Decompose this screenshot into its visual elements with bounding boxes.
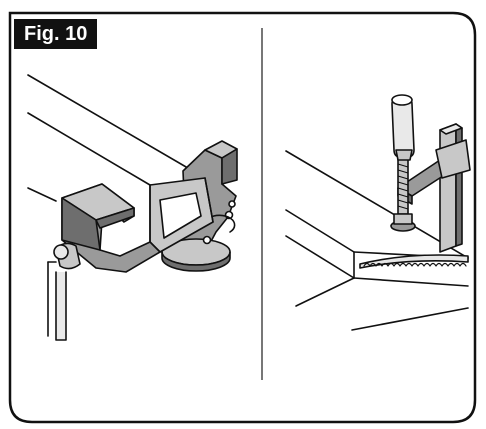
tube-end	[149, 177, 214, 253]
weld-bead	[359, 254, 469, 269]
clamp-handle	[391, 94, 415, 161]
vise-front-jaw	[61, 183, 161, 273]
figure-border	[8, 11, 477, 424]
vise-handle	[47, 242, 81, 341]
clamp-panel	[285, 94, 471, 331]
vise-panel	[27, 74, 238, 341]
figure-label: Fig. 10	[14, 19, 98, 49]
square-tube	[27, 74, 206, 202]
